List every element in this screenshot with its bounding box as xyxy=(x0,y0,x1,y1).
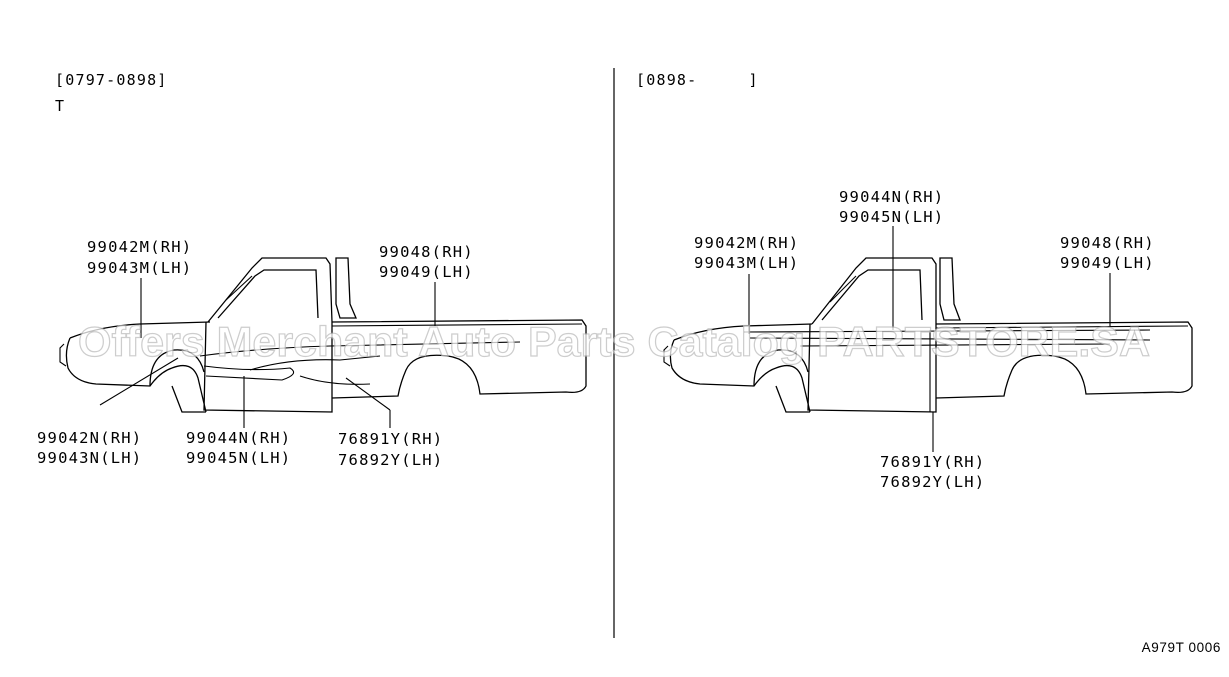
part-label-99044N-rh-right[interactable]: 99044N(RH) xyxy=(839,188,944,206)
part-label-76892Y-lh-left[interactable]: 76892Y(LH) xyxy=(338,451,443,469)
part-label-99048-rh-left[interactable]: 99048(RH) xyxy=(379,243,474,261)
part-label-99049-lh-left[interactable]: 99049(LH) xyxy=(379,263,474,281)
part-label-99045N-lh-left[interactable]: 99045N(LH) xyxy=(186,449,291,467)
part-label-99049-lh-right[interactable]: 99049(LH) xyxy=(1060,254,1155,272)
part-label-99044N-rh-left[interactable]: 99044N(RH) xyxy=(186,429,291,447)
part-label-99043M-lh-left[interactable]: 99043M(LH) xyxy=(87,259,192,277)
left-panel: [0797-0898] T xyxy=(37,71,587,469)
right-truck-drawing xyxy=(663,257,1193,413)
leader-99042N-left xyxy=(99,357,179,406)
right-panel-date-range: [0898- ] xyxy=(636,71,759,89)
right-panel: [0898- ] xyxy=(636,71,1193,491)
part-label-99042M-rh-right[interactable]: 99042M(RH) xyxy=(694,234,799,252)
part-label-76892Y-lh-right[interactable]: 76892Y(LH) xyxy=(880,473,985,491)
part-label-99048-rh-right[interactable]: 99048(RH) xyxy=(1060,234,1155,252)
part-label-76891Y-rh-right[interactable]: 76891Y(RH) xyxy=(880,453,985,471)
watermark-text: Offers Merchant Auto Parts Catalog PARTS… xyxy=(78,318,1150,365)
part-label-99042N-rh-left[interactable]: 99042N(RH) xyxy=(37,429,142,447)
diagram-reference-code: A979T 0006 xyxy=(1142,640,1221,655)
leader-76891Y-left-diag xyxy=(345,377,391,411)
part-label-99045N-lh-right[interactable]: 99045N(LH) xyxy=(839,208,944,226)
left-truck-drawing xyxy=(59,257,587,413)
part-label-99043N-lh-left[interactable]: 99043N(LH) xyxy=(37,449,142,467)
left-panel-date-range: [0797-0898] xyxy=(55,71,168,89)
part-label-99042M-rh-left[interactable]: 99042M(RH) xyxy=(87,238,192,256)
part-label-76891Y-rh-left[interactable]: 76891Y(RH) xyxy=(338,430,443,448)
left-panel-variant: T xyxy=(55,97,65,115)
part-label-99043M-lh-right[interactable]: 99043M(LH) xyxy=(694,254,799,272)
